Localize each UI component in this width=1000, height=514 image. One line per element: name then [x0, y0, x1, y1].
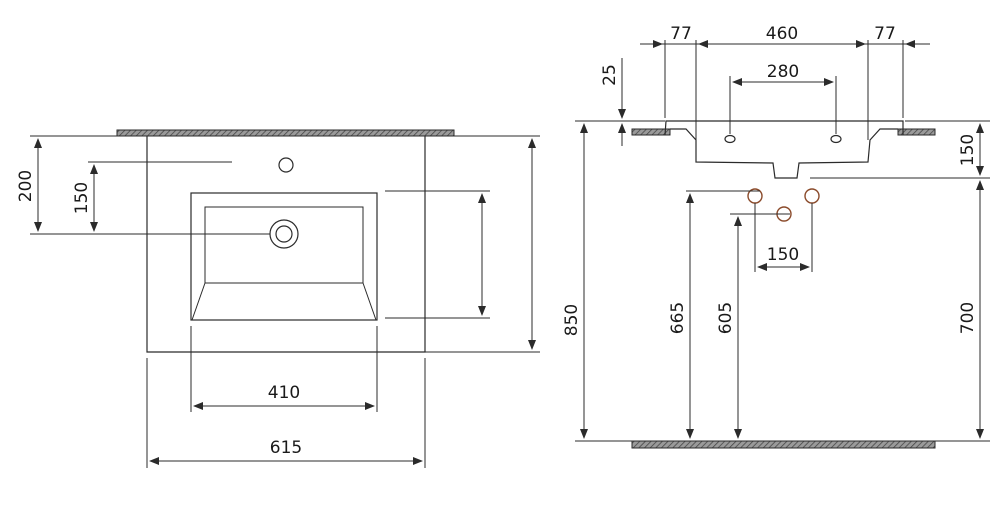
dim-150-bottom-label: 150: [767, 245, 799, 265]
dim-150-right-label: 150: [958, 134, 978, 166]
tap-hole-right: [830, 134, 842, 144]
dim-700-label: 700: [958, 302, 978, 334]
bowl-inner: [191, 206, 377, 321]
bowl-outer: [190, 192, 378, 321]
dim-605-label: 605: [716, 302, 736, 334]
dim-615-label: 615: [270, 438, 302, 458]
tap-hole-left: [724, 134, 736, 144]
drain-inner: [275, 225, 293, 243]
tap-hole: [278, 157, 294, 173]
dim-25-label: 25: [600, 64, 620, 86]
dim-77-right-label: 77: [874, 24, 896, 44]
dim-77-left-label: 77: [670, 24, 692, 44]
pipe-right: [804, 188, 820, 204]
dim-200-label: 200: [16, 170, 36, 202]
basin-profile: [664, 120, 904, 179]
dim-150-label: 150: [72, 182, 92, 214]
side-view: 77 460 77 280 25 150 850 665 605 700 150: [562, 24, 990, 449]
front-view: 200 150 410 615: [16, 129, 540, 468]
dim-280-label: 280: [767, 62, 799, 82]
floor-strip: [631, 440, 936, 449]
basin-outline: [146, 136, 426, 353]
dim-460-label: 460: [766, 24, 798, 44]
dim-410-label: 410: [268, 383, 300, 403]
dim-850-label: 850: [562, 304, 582, 336]
counter-left: [631, 128, 671, 136]
wall-strip-top: [116, 129, 455, 137]
dim-665-label: 665: [668, 302, 688, 334]
counter-right: [897, 128, 936, 136]
